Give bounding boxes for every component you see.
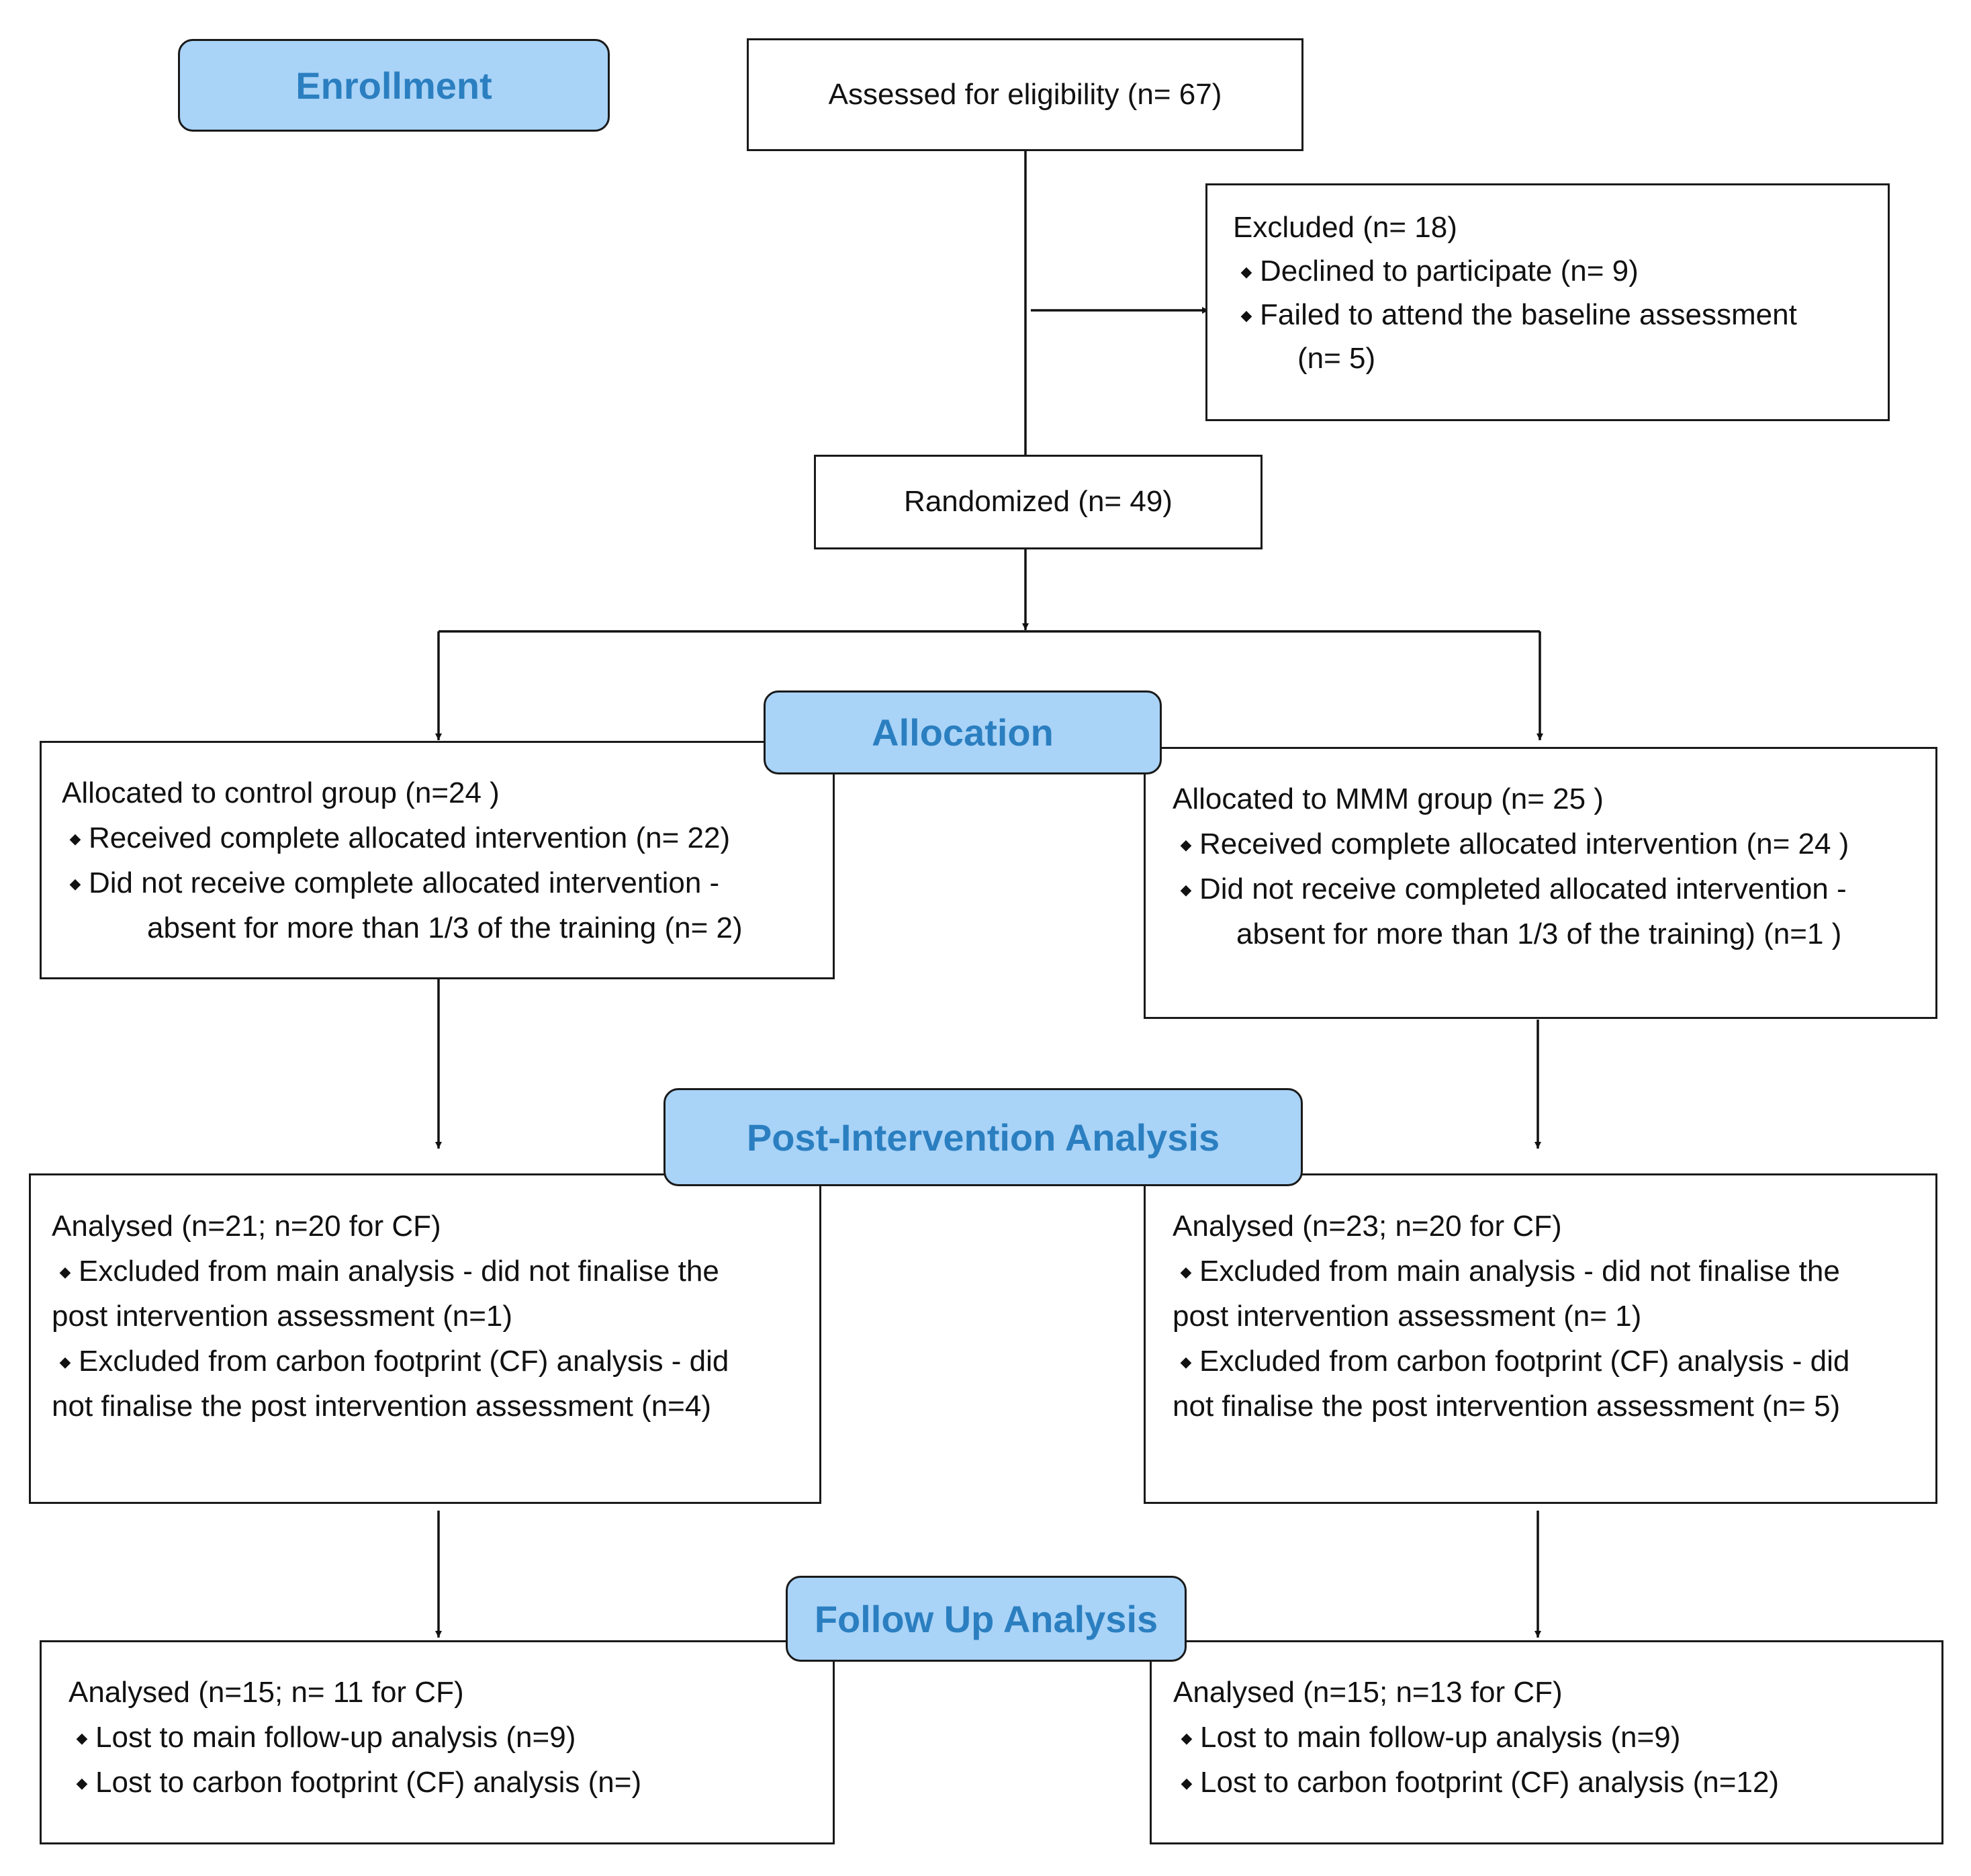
- stage-enrollment: Enrollment: [178, 39, 610, 132]
- mmm-followup-lost-main: Lost to main follow-up analysis (n=9): [1173, 1715, 1941, 1760]
- control-not-received: Did not receive complete allocated inter…: [62, 861, 833, 906]
- control-allocation-title: Allocated to control group (n=24 ): [62, 776, 500, 809]
- randomized-text: Randomized (n= 49): [904, 485, 1173, 519]
- control-followup-box: Analysed (n=15; n= 11 for CF) Lost to ma…: [40, 1640, 835, 1844]
- stage-follow-up: Follow Up Analysis: [786, 1576, 1187, 1662]
- mmm-post-excluded-main: Excluded from main analysis - did not fi…: [1173, 1249, 1935, 1294]
- control-post-box: Analysed (n=21; n=20 for CF) Excluded fr…: [29, 1173, 821, 1504]
- stage-allocation: Allocation: [764, 690, 1162, 774]
- stage-post-intervention: Post-Intervention Analysis: [663, 1088, 1303, 1186]
- control-followup-lost-cf: Lost to carbon footprint (CF) analysis (…: [68, 1760, 833, 1805]
- control-received: Received complete allocated intervention…: [62, 816, 833, 861]
- mmm-followup-box: Analysed (n=15; n=13 for CF) Lost to mai…: [1150, 1640, 1943, 1844]
- mmm-allocation-title: Allocated to MMM group (n= 25 ): [1173, 783, 1604, 815]
- excluded-declined: Declined to participate (n= 9): [1233, 249, 1888, 293]
- control-post-excluded-main: Excluded from main analysis - did not fi…: [52, 1249, 819, 1294]
- mmm-received: Received complete allocated intervention…: [1173, 822, 1935, 867]
- control-post-excluded-cf: Excluded from carbon footprint (CF) anal…: [52, 1339, 819, 1384]
- randomized-box: Randomized (n= 49): [814, 455, 1263, 549]
- excluded-box: Excluded (n= 18) Declined to participate…: [1205, 183, 1890, 421]
- excluded-title: Excluded (n= 18): [1233, 211, 1457, 244]
- mmm-not-received: Did not receive completed allocated inte…: [1173, 867, 1935, 912]
- control-allocation-box: Allocated to control group (n=24 ) Recei…: [40, 741, 835, 979]
- control-not-received-detail: absent for more than 1/3 of the training…: [147, 911, 743, 944]
- control-followup-lost-main: Lost to main follow-up analysis (n=9): [68, 1715, 833, 1760]
- mmm-post-title: Analysed (n=23; n=20 for CF): [1173, 1210, 1562, 1243]
- control-followup-title: Analysed (n=15; n= 11 for CF): [68, 1676, 464, 1709]
- mmm-allocation-box: Allocated to MMM group (n= 25 ) Received…: [1144, 747, 1937, 1019]
- mmm-post-box: Analysed (n=23; n=20 for CF) Excluded fr…: [1144, 1173, 1937, 1504]
- mmm-post-excluded-main-detail: post intervention assessment (n= 1): [1173, 1299, 1642, 1333]
- mmm-followup-lost-cf: Lost to carbon footprint (CF) analysis (…: [1173, 1760, 1941, 1805]
- mmm-post-excluded-cf-detail: not finalise the post intervention asses…: [1173, 1389, 1841, 1423]
- mmm-post-excluded-cf: Excluded from carbon footprint (CF) anal…: [1173, 1339, 1935, 1384]
- excluded-failed: Failed to attend the baseline assessment: [1233, 293, 1888, 337]
- control-post-excluded-main-detail: post intervention assessment (n=1): [52, 1299, 513, 1333]
- control-post-excluded-cf-detail: not finalise the post intervention asses…: [52, 1389, 711, 1423]
- assessed-text: Assessed for eligibility (n= 67): [828, 77, 1222, 111]
- mmm-not-received-detail: absent for more than 1/3 of the training…: [1236, 917, 1842, 950]
- control-post-title: Analysed (n=21; n=20 for CF): [52, 1210, 441, 1243]
- mmm-followup-title: Analysed (n=15; n=13 for CF): [1173, 1676, 1563, 1709]
- assessed-box: Assessed for eligibility (n= 67): [747, 38, 1303, 151]
- excluded-failed-count: (n= 5): [1297, 342, 1376, 375]
